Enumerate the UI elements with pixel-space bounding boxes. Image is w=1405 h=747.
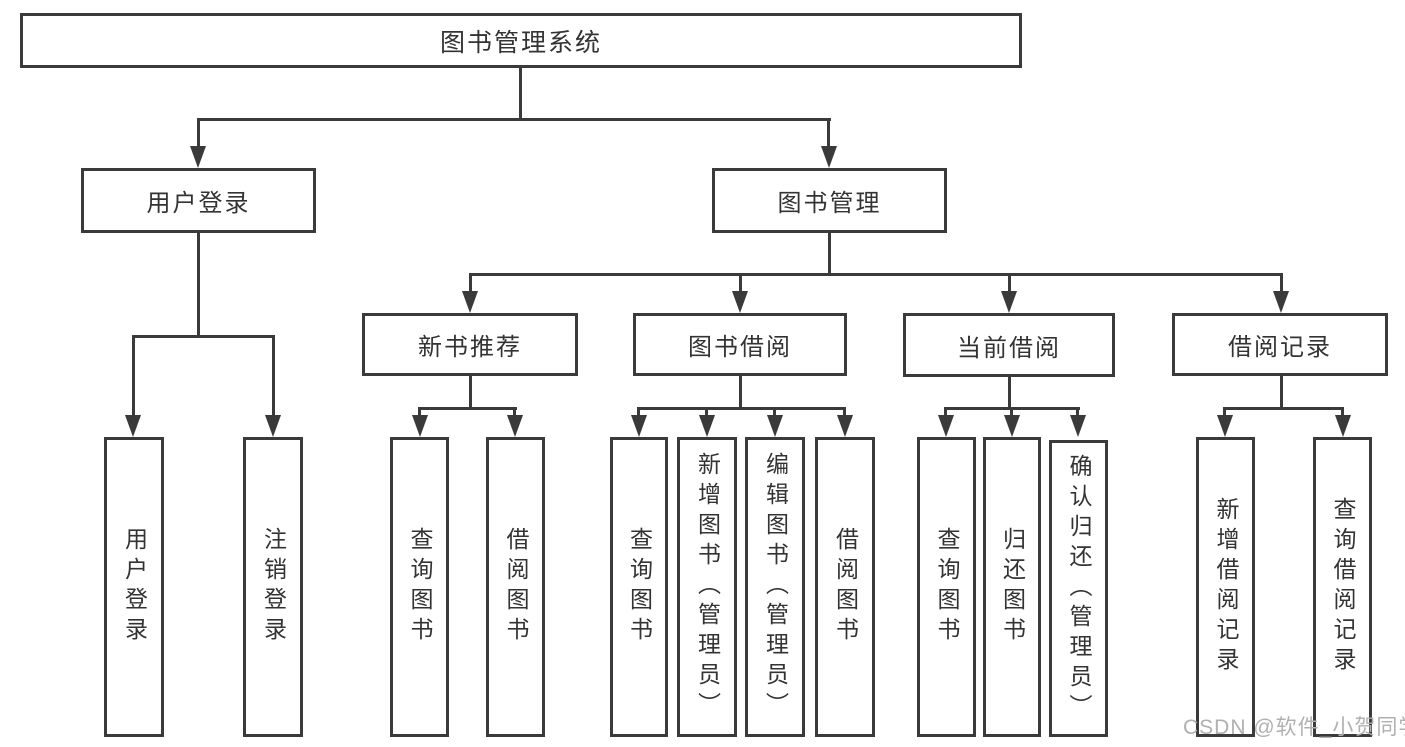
connector-drop <box>944 407 947 417</box>
connector-user-login-splitter <box>132 335 275 338</box>
connector-drop <box>1010 407 1013 417</box>
connector-borrow-records-splitter <box>1223 407 1344 410</box>
arrow-down-icon <box>412 415 428 437</box>
arrow-down-icon <box>1335 415 1351 437</box>
arrow-down-icon <box>462 291 478 313</box>
leaf-query-books-current: 查询图书 <box>917 437 976 737</box>
leaf-borrow-books-recommend: 借阅图书 <box>486 437 545 737</box>
arrow-down-icon <box>631 415 647 437</box>
connector-drop-login <box>132 335 135 417</box>
arrow-down-icon <box>732 291 748 313</box>
arrow-down-icon <box>699 415 715 437</box>
connector-drop <box>1341 407 1344 417</box>
connector-drop-current-borrow <box>1008 273 1011 293</box>
leaf-confirm-return-admin: 确认归还（管理员） <box>1049 440 1108 737</box>
arrow-down-icon <box>767 415 783 437</box>
connector-book-borrow-splitter <box>637 407 846 410</box>
connector-drop <box>843 407 846 417</box>
arrow-down-icon <box>125 415 141 437</box>
connector-drop <box>418 407 421 417</box>
node-current-borrow: 当前借阅 <box>903 313 1115 377</box>
leaf-edit-books-admin: 编辑图书（管理员） <box>745 437 805 737</box>
leaf-add-books-admin: 新增图书（管理员） <box>677 437 737 737</box>
connector-book-borrow-stem <box>739 376 742 407</box>
connector-drop-borrow-records <box>1280 273 1283 293</box>
connector-drop <box>705 407 708 417</box>
connector-new-book-splitter <box>418 407 517 410</box>
node-library-management-system: 图书管理系统 <box>20 13 1022 68</box>
connector-drop-new-book <box>469 273 472 293</box>
connector-drop <box>637 407 640 417</box>
arrow-down-icon <box>1004 415 1020 437</box>
connector-drop-book-borrow <box>739 273 742 293</box>
arrow-down-icon <box>190 146 206 168</box>
connector-root-splitter <box>197 118 831 121</box>
connector-borrow-records-stem <box>1280 376 1283 407</box>
leaf-logout: 注销登录 <box>243 437 303 737</box>
node-borrow-records: 借阅记录 <box>1172 313 1388 376</box>
arrow-down-icon <box>837 415 853 437</box>
leaf-add-borrow-record: 新增借阅记录 <box>1196 437 1255 737</box>
connector-drop-book-management <box>827 118 830 148</box>
connector-drop-user-login <box>197 118 200 148</box>
connector-book-mgmt-stem <box>828 233 831 273</box>
arrow-down-icon <box>1217 415 1233 437</box>
arrow-down-icon <box>1070 415 1086 437</box>
leaf-user-login: 用户登录 <box>104 437 164 737</box>
connector-drop <box>1076 407 1079 417</box>
arrow-down-icon <box>265 415 281 437</box>
csdn-watermark: CSDN @软件_小贺同学 <box>1183 716 1405 739</box>
node-user-login: 用户登录 <box>81 168 316 233</box>
connector-current-borrow-stem <box>1008 377 1011 407</box>
arrow-down-icon <box>938 415 954 437</box>
connector-drop <box>1223 407 1226 417</box>
node-new-book-recommend: 新书推荐 <box>362 313 578 376</box>
leaf-return-books: 归还图书 <box>983 437 1041 737</box>
connector-drop-logout <box>272 335 275 417</box>
arrow-down-icon <box>1001 291 1017 313</box>
connector-drop <box>773 407 776 417</box>
leaf-query-books-borrow: 查询图书 <box>610 437 668 737</box>
arrow-down-icon <box>507 415 523 437</box>
arrow-down-icon <box>821 146 837 168</box>
connector-drop <box>513 407 516 417</box>
leaf-query-books-recommend: 查询图书 <box>390 437 449 737</box>
node-book-management: 图书管理 <box>712 168 947 233</box>
connector-book-mgmt-splitter <box>469 273 1283 276</box>
arrow-down-icon <box>1273 291 1289 313</box>
leaf-query-borrow-record: 查询借阅记录 <box>1313 437 1372 737</box>
connector-new-book-stem <box>469 376 472 407</box>
connector-root-stem <box>519 68 522 118</box>
node-book-borrow: 图书借阅 <box>633 313 847 376</box>
connector-user-login-stem <box>197 233 200 335</box>
leaf-borrow-books: 借阅图书 <box>815 437 875 737</box>
